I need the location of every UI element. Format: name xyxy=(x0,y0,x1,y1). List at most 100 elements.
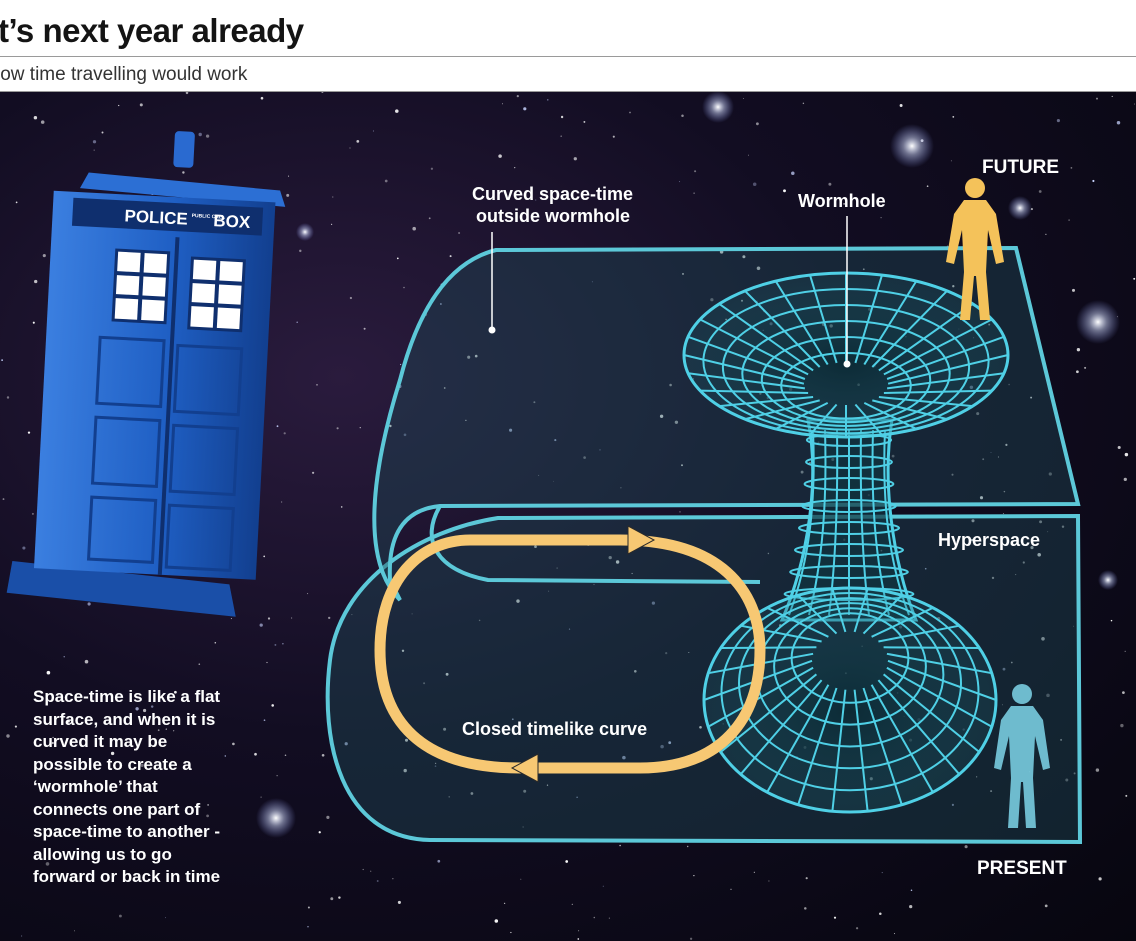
wormhole-grid-spoke xyxy=(886,335,1005,380)
tardis-door-panels xyxy=(86,335,244,573)
star xyxy=(370,870,372,872)
star xyxy=(1084,366,1087,369)
wormhole-grid-spoke xyxy=(862,594,903,635)
star xyxy=(101,131,104,134)
star xyxy=(560,115,564,119)
wormhole-grid-spoke xyxy=(853,588,869,633)
star xyxy=(168,837,170,839)
star xyxy=(45,862,50,866)
star xyxy=(266,661,268,664)
star xyxy=(498,154,502,158)
wormhole-grid-spoke xyxy=(687,335,806,380)
bright-star xyxy=(296,223,314,241)
star xyxy=(1056,119,1060,123)
wormhole-grid-spoke xyxy=(862,687,903,806)
star xyxy=(538,474,540,476)
wormhole-grid-spoke xyxy=(809,403,838,436)
star xyxy=(321,753,325,757)
star xyxy=(534,545,537,549)
label-curved-space-line1: Curved space-time xyxy=(472,184,633,204)
wormhole-grid-spoke xyxy=(882,673,980,753)
wormhole-grid-spoke xyxy=(886,652,992,675)
star xyxy=(681,464,683,467)
star xyxy=(660,744,664,749)
star xyxy=(833,916,837,919)
star xyxy=(205,134,210,138)
star xyxy=(67,720,70,723)
star xyxy=(1010,661,1013,664)
tardis-sign-box: BOX xyxy=(213,211,251,232)
star xyxy=(891,454,895,458)
star xyxy=(437,859,441,863)
star xyxy=(674,420,679,424)
star xyxy=(976,776,978,778)
star xyxy=(533,401,536,404)
page-subtitle: low time travelling would work xyxy=(0,64,248,85)
star xyxy=(260,796,262,798)
star xyxy=(1045,233,1047,236)
label-curved-space-line2: outside wormhole xyxy=(476,206,630,226)
wormhole-grid-spoke xyxy=(809,274,838,364)
tardis-illustration: POLICE PUBLIC CALL BOX xyxy=(6,131,286,617)
curve-arrow-forward-icon xyxy=(627,525,656,555)
star xyxy=(688,651,690,654)
star xyxy=(1039,520,1043,524)
star xyxy=(401,649,405,653)
star xyxy=(271,704,274,707)
wormhole-grid-spoke xyxy=(878,624,960,643)
closed-timelike-curve xyxy=(374,525,766,783)
star xyxy=(970,538,974,542)
star xyxy=(423,682,426,685)
wormhole-grid-spoke xyxy=(853,689,869,812)
wormhole-grid-spoke xyxy=(883,318,993,376)
star xyxy=(631,572,633,575)
star xyxy=(862,268,865,271)
wormhole-grid-spoke xyxy=(744,290,821,368)
star xyxy=(971,519,975,523)
star xyxy=(135,707,139,711)
star xyxy=(952,115,955,118)
star xyxy=(22,546,26,550)
star xyxy=(449,255,452,258)
star xyxy=(669,383,672,387)
star xyxy=(307,926,309,928)
star xyxy=(516,599,520,603)
bright-star xyxy=(1098,570,1118,590)
star xyxy=(768,880,770,882)
star xyxy=(1111,95,1113,97)
star xyxy=(330,897,334,901)
star xyxy=(110,751,115,756)
wormhole-grid-spoke xyxy=(863,280,918,366)
star xyxy=(511,718,514,721)
star xyxy=(14,725,17,728)
star xyxy=(694,170,697,173)
star xyxy=(396,257,399,260)
star xyxy=(730,888,732,890)
star xyxy=(503,902,506,905)
star xyxy=(926,185,929,188)
star xyxy=(1060,738,1063,741)
wormhole-grid-spoke xyxy=(744,399,820,421)
star xyxy=(828,182,832,186)
star xyxy=(207,804,209,806)
star xyxy=(260,96,264,100)
star xyxy=(428,217,431,220)
star xyxy=(565,860,569,863)
star xyxy=(34,279,38,284)
star xyxy=(548,590,550,592)
star xyxy=(232,742,235,746)
star xyxy=(118,914,122,918)
star xyxy=(560,135,562,137)
star xyxy=(1070,167,1073,169)
star xyxy=(805,877,808,880)
star xyxy=(976,412,980,416)
star xyxy=(1048,472,1052,476)
star xyxy=(230,618,232,620)
star xyxy=(1125,794,1128,797)
tardis-lamp xyxy=(173,131,195,168)
star xyxy=(316,384,318,386)
star xyxy=(63,656,65,658)
wormhole-grid-spoke xyxy=(878,303,974,372)
star xyxy=(51,741,54,745)
star xyxy=(443,387,446,389)
